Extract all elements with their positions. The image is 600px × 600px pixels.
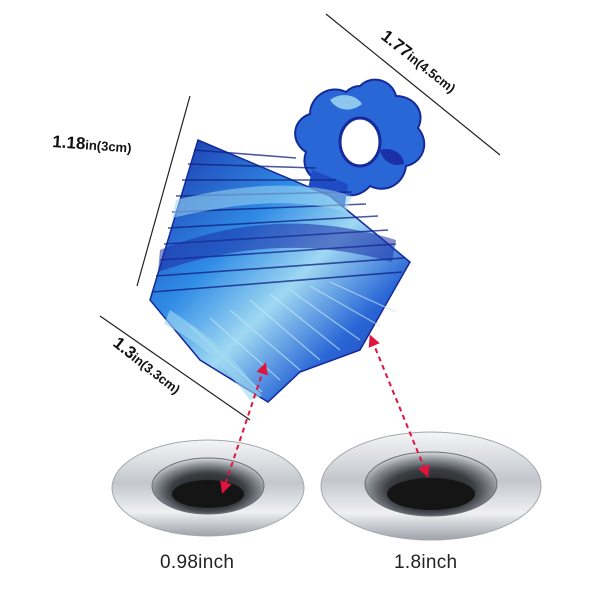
drain-stopper xyxy=(149,78,426,403)
drain-small xyxy=(111,439,305,537)
fit-arrow-small xyxy=(220,362,268,494)
dimension-label-left: 1.18in(3cm) xyxy=(52,132,132,156)
fit-arrow-large xyxy=(368,334,430,478)
large-drain-caption: 1.8inch xyxy=(394,552,458,573)
dimension-line-top xyxy=(325,13,501,156)
dimension-line-left xyxy=(136,95,191,287)
small-drain-caption: 0.98inch xyxy=(160,552,235,573)
drain-large xyxy=(320,431,542,541)
stopper-fins xyxy=(149,138,411,403)
dimension-label-bottom: 1.3in(3.3cm) xyxy=(110,333,185,398)
pull-ring xyxy=(294,78,426,197)
